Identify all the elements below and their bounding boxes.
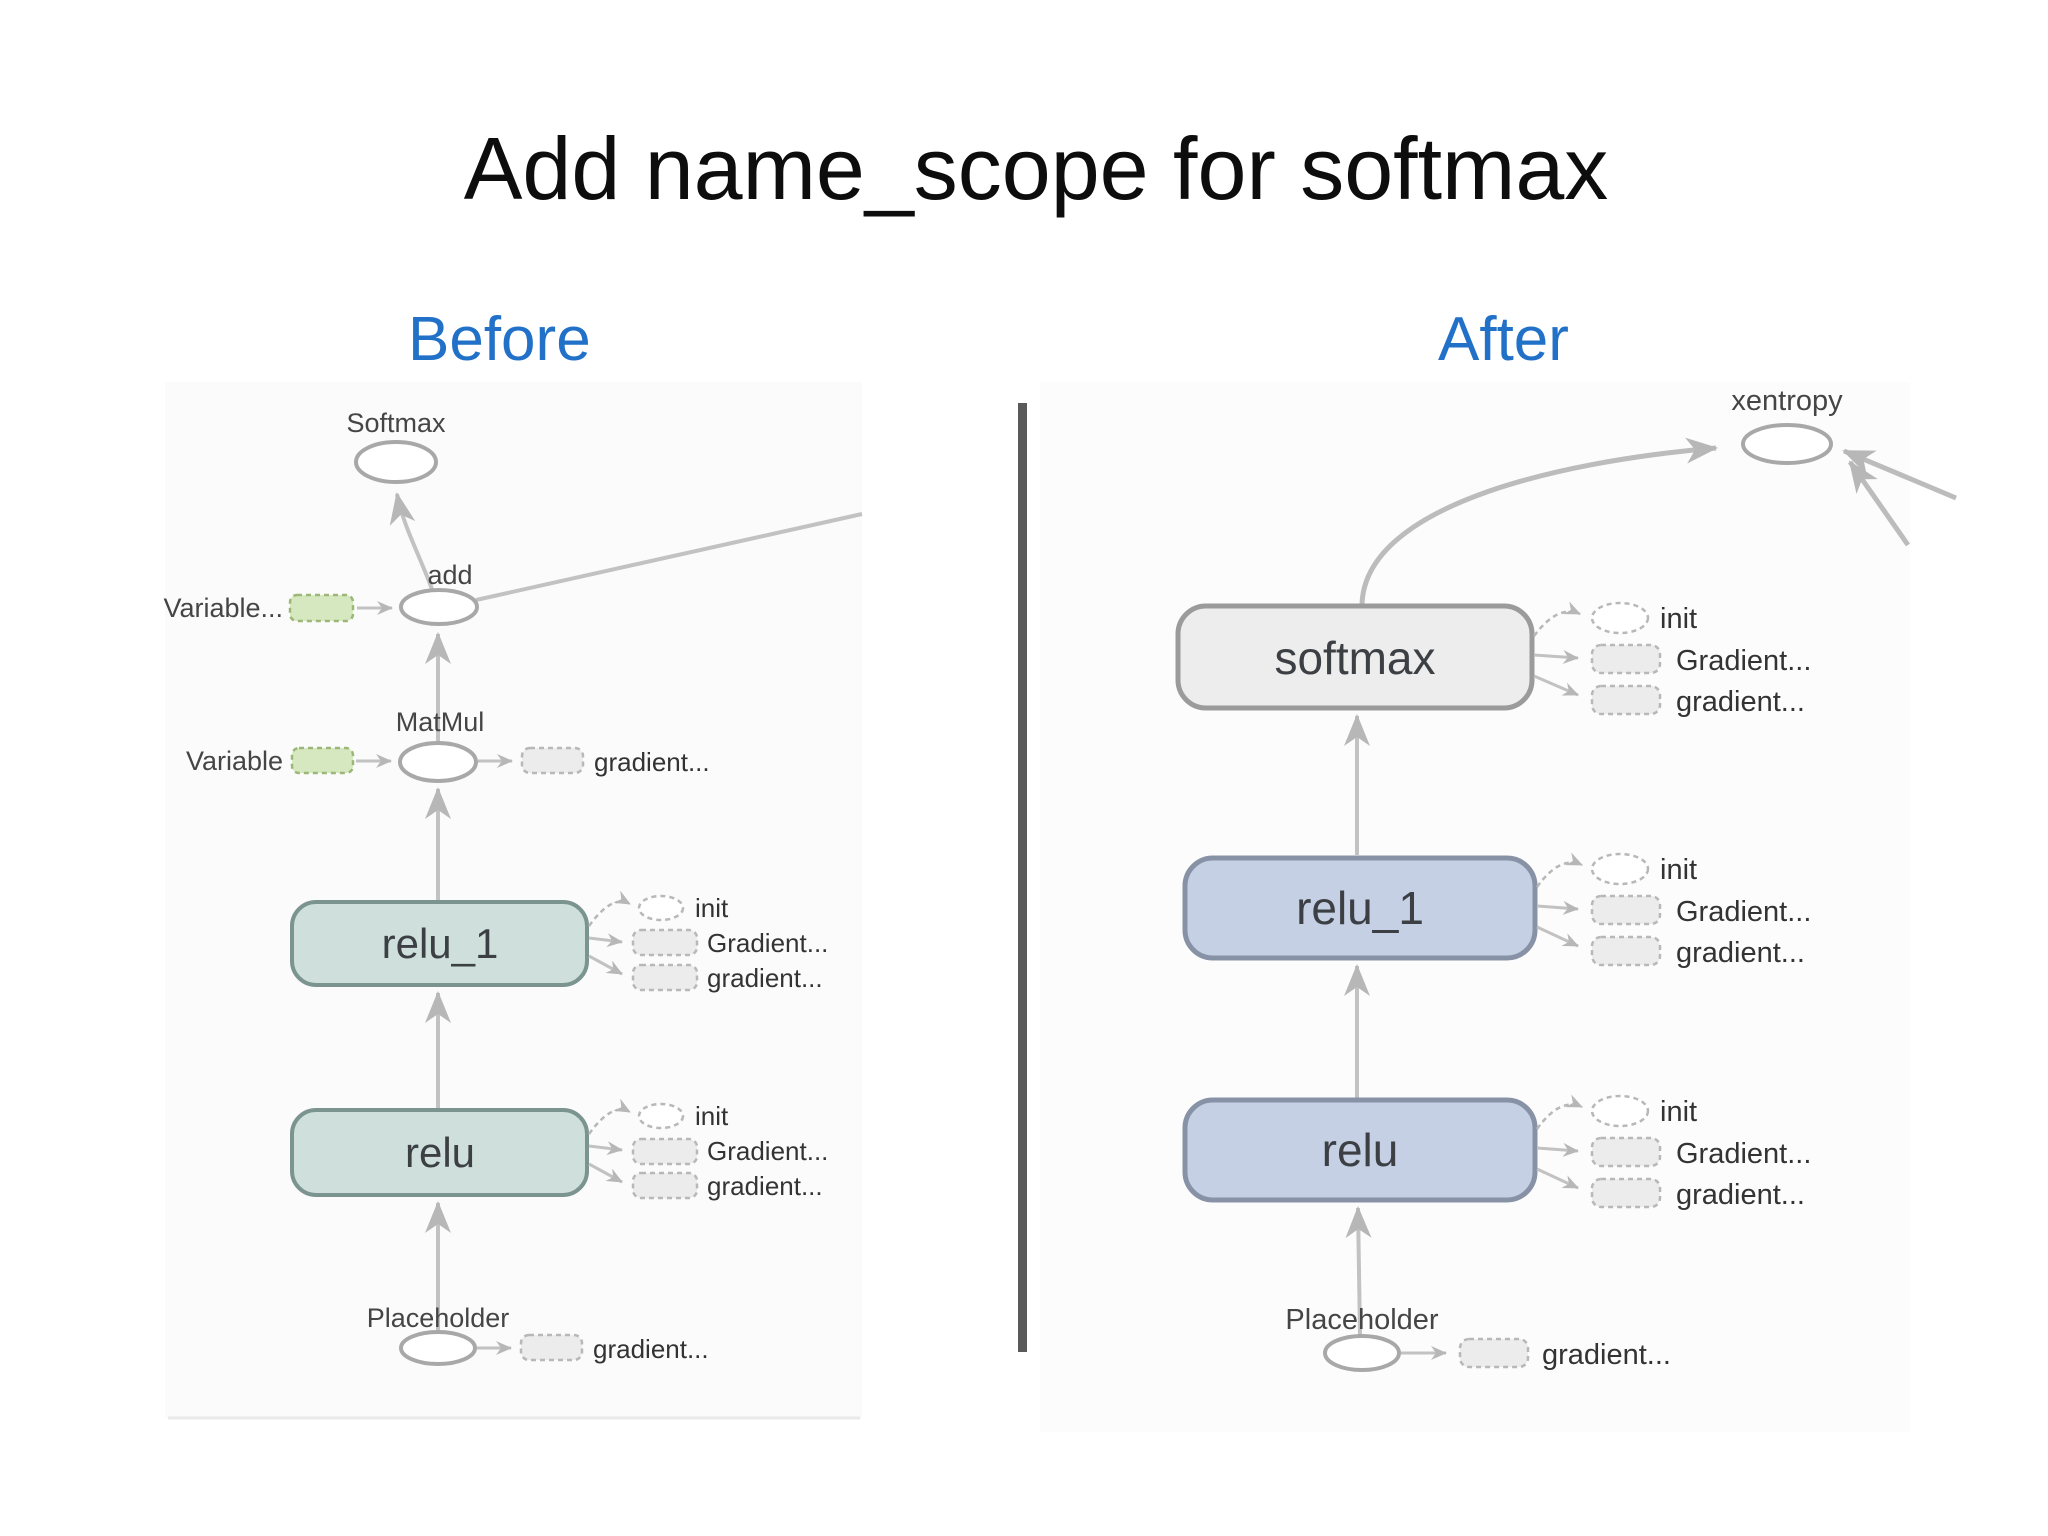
- relu1-gradient-cap-label: Gradient...: [1676, 896, 1811, 928]
- edge-add-to-softmax: [389, 492, 435, 593]
- relu1-gradient-box: [1590, 935, 1662, 967]
- add-op-ellipse: [399, 588, 479, 626]
- relu-gradient-cap-label: Gradient...: [707, 1136, 828, 1166]
- relu-gradient-box: [631, 1171, 699, 1200]
- relu-gradient-label: gradient...: [707, 1171, 823, 1201]
- relu-gradient-cap-label: Gradient...: [1676, 1138, 1811, 1170]
- relu1-gradient-line: [588, 954, 623, 976]
- placeholder-op-ellipse: [1323, 1334, 1401, 1372]
- placeholder-gradient-label: gradient...: [1542, 1339, 1671, 1371]
- relu-annotations: init Gradient... gradient...: [1535, 1094, 1811, 1211]
- relu-init-arc: [587, 1098, 631, 1135]
- relu1-init-ellipse: [637, 894, 685, 922]
- placeholder-op-label: Placeholder: [367, 1303, 510, 1333]
- softmax-op-ellipse: [354, 440, 438, 484]
- relu-gradient-cap-box: [631, 1137, 699, 1166]
- placeholder-gradient-label: gradient...: [593, 1334, 709, 1364]
- relu1-gradient-cap-line: [588, 933, 623, 948]
- relu1-init-arc: [587, 890, 631, 927]
- relu1-gradient-label: gradient...: [1676, 937, 1805, 969]
- divider-line: [1018, 403, 1027, 1352]
- matmul-op-ellipse: [398, 741, 478, 783]
- relu-gradient-label: gradient...: [1676, 1179, 1805, 1211]
- relu-node-label: relu: [405, 1129, 475, 1176]
- relu1-gradient-cap-line: [1536, 900, 1579, 915]
- before-graph: Softmax add Variable... MatMul Variable …: [163, 408, 863, 1366]
- xentropy-op-label: xentropy: [1731, 385, 1843, 417]
- relu-gradient-line: [1536, 1167, 1579, 1190]
- softmax-gradient-cap-label: Gradient...: [1676, 645, 1811, 677]
- relu-node: [1182, 1097, 1538, 1203]
- relu1-init-ellipse: [1590, 852, 1650, 886]
- relu-init-ellipse: [1590, 1094, 1650, 1128]
- relu-gradient-line: [588, 1162, 623, 1184]
- relu-gradient-cap-line: [588, 1141, 623, 1156]
- relu-gradient-box: [1590, 1177, 1662, 1209]
- relu1-init-label: init: [1660, 854, 1697, 886]
- relu1-node: [1182, 855, 1538, 961]
- relu1-gradient-line: [1536, 925, 1579, 948]
- softmax-node-label: softmax: [1274, 632, 1435, 684]
- xentropy-op-ellipse: [1741, 423, 1833, 465]
- placeholder-op-label: Placeholder: [1285, 1304, 1438, 1336]
- variable-bottom-label: Variable: [186, 746, 283, 776]
- relu-init-label: init: [695, 1101, 729, 1131]
- relu1-node-label: relu_1: [382, 920, 499, 967]
- relu1-annotations: init Gradient... gradient...: [1535, 852, 1811, 969]
- relu-gradient-cap-box: [1590, 1136, 1662, 1168]
- matmul-op-label: MatMul: [396, 707, 485, 737]
- placeholder-op-ellipse: [399, 1330, 477, 1366]
- add-op-label: add: [427, 560, 472, 590]
- relu-node-label: relu: [1322, 1124, 1399, 1176]
- relu1-init-label: init: [695, 893, 729, 923]
- relu-init-label: init: [1660, 1096, 1697, 1128]
- relu1-gradient-box: [631, 963, 699, 992]
- softmax-gradient-box: [1590, 684, 1662, 716]
- relu-node: [290, 1108, 589, 1197]
- edge-placeholder-to-relu: [1345, 1206, 1372, 1336]
- relu1-gradient-cap-label: Gradient...: [707, 928, 828, 958]
- relu1-annotations: init Gradient... gradient...: [587, 890, 828, 993]
- softmax-gradient-cap-line: [1533, 649, 1579, 664]
- edge-offscreen-to-xentropy-2: [1847, 460, 1911, 547]
- relu-init-ellipse: [637, 1102, 685, 1130]
- relu1-node-label: relu_1: [1296, 882, 1424, 934]
- variable-bottom-box: [290, 746, 355, 775]
- softmax-gradient-line: [1533, 674, 1579, 697]
- matmul-gradient-label: gradient...: [594, 747, 710, 777]
- variable-top-box: [288, 593, 355, 623]
- relu-init-arc: [1535, 1094, 1583, 1130]
- softmax-node: [1175, 603, 1535, 711]
- edge-softmax-to-xentropy: [1359, 437, 1718, 606]
- relu1-gradient-label: gradient...: [707, 963, 823, 993]
- softmax-gradient-cap-box: [1590, 643, 1662, 675]
- softmax-init-label: init: [1660, 603, 1697, 635]
- softmax-init-ellipse: [1590, 601, 1650, 635]
- relu-gradient-cap-line: [1536, 1142, 1579, 1157]
- edge-offscreen-to-xentropy-1: [1842, 448, 1957, 501]
- softmax-gradient-label: gradient...: [1676, 686, 1805, 718]
- before-column-label: Before: [408, 305, 591, 374]
- edge-add-to-offscreen: [475, 512, 863, 602]
- softmax-annotations: init Gradient... gradient...: [1533, 601, 1811, 718]
- placeholder-gradient-box: [519, 1333, 584, 1362]
- relu1-gradient-cap-box: [1590, 894, 1662, 926]
- slide-title: Add name_scope for softmax: [463, 119, 1609, 218]
- after-graph: xentropy softmax init Gradient... gradie…: [1175, 385, 1957, 1372]
- variable-top-label: Variable...: [163, 593, 283, 623]
- after-column-label: After: [1438, 305, 1569, 374]
- softmax-op-label: Softmax: [346, 408, 446, 438]
- relu1-gradient-cap-box: [631, 928, 699, 957]
- matmul-gradient-box: [520, 746, 585, 775]
- placeholder-gradient-box: [1458, 1337, 1530, 1369]
- relu-annotations: init Gradient... gradient...: [587, 1098, 828, 1201]
- relu1-init-arc: [1535, 852, 1583, 888]
- relu1-node: [290, 900, 589, 987]
